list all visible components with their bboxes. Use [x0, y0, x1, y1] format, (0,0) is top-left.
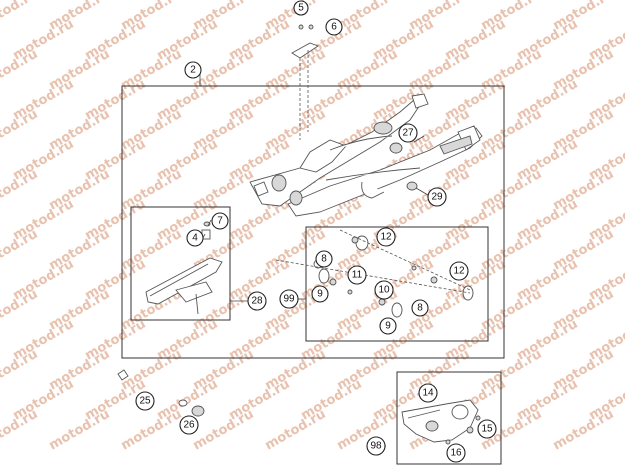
watermark-text: motod.ru [0, 107, 40, 154]
swingarm-group-frame [121, 85, 505, 359]
fastener-5-6-part [291, 24, 319, 140]
svg-text:5: 5 [298, 3, 304, 14]
svg-text:9: 9 [385, 321, 391, 332]
svg-text:14: 14 [422, 388, 434, 399]
svg-text:29: 29 [431, 192, 443, 203]
watermark-text: motod.ru [47, 407, 113, 454]
svg-text:7: 7 [217, 216, 223, 227]
callout-26[interactable]: 26 [179, 415, 199, 435]
callout-2[interactable]: 2 [184, 61, 202, 79]
watermark-text: motod.ru [0, 47, 40, 94]
svg-text:28: 28 [251, 296, 263, 307]
callout-4[interactable]: 4 [186, 229, 204, 247]
sliding-guard-part [401, 399, 481, 445]
svg-text:6: 6 [331, 22, 337, 33]
svg-text:2: 2 [190, 65, 196, 76]
svg-text:9: 9 [317, 289, 323, 300]
svg-text:10: 10 [378, 285, 390, 296]
bearing-kit-frame [305, 226, 489, 342]
watermark-text: motod.ru [551, 407, 617, 454]
callout-10[interactable]: 10 [374, 280, 394, 300]
chain-guide-frame [130, 206, 231, 321]
callout-8-left[interactable]: 8 [315, 250, 333, 268]
callout-8-right[interactable]: 8 [411, 299, 429, 317]
svg-text:11: 11 [352, 270, 363, 281]
callout-11[interactable]: 11 [347, 265, 367, 285]
svg-text:98: 98 [370, 441, 382, 452]
watermark-text: motod.ru [0, 0, 40, 33]
chain-guide-part [145, 221, 223, 315]
callout-12-right[interactable]: 12 [449, 261, 469, 281]
svg-text:16: 16 [450, 448, 462, 459]
svg-text:12: 12 [380, 232, 392, 243]
callout-29[interactable]: 29 [427, 187, 447, 207]
watermark-text: motod.ru [0, 347, 40, 394]
svg-text:27: 27 [402, 128, 414, 139]
svg-text:25: 25 [139, 396, 151, 407]
chain-sliding-guard-frame [396, 371, 502, 465]
callout-6[interactable]: 6 [325, 18, 343, 36]
callout-16[interactable]: 16 [446, 443, 466, 463]
svg-text:26: 26 [183, 420, 195, 431]
watermark-text: motod.ru [0, 287, 40, 334]
callout-28[interactable]: 28 [247, 291, 267, 311]
svg-text:8: 8 [417, 303, 423, 314]
callout-27[interactable]: 27 [398, 123, 418, 143]
callout-15[interactable]: 15 [477, 419, 497, 439]
svg-text:15: 15 [481, 424, 493, 435]
watermark-text: motod.ru [0, 167, 40, 214]
watermark-text: motod.ru [119, 407, 185, 454]
small-parts-25-26 [117, 369, 205, 417]
bearing-kit-parts [275, 229, 474, 318]
watermark-text: motod.ru [0, 227, 40, 274]
callout-9-bottom[interactable]: 9 [379, 317, 397, 335]
callout-14[interactable]: 14 [418, 383, 438, 403]
svg-text:99: 99 [283, 294, 295, 305]
watermark-text: motod.ru [0, 407, 40, 454]
callout-7[interactable]: 7 [211, 212, 229, 230]
callout-25[interactable]: 25 [135, 391, 155, 411]
callout-99[interactable]: 99 [279, 289, 299, 309]
watermark-text: motod.ru [263, 407, 329, 454]
callout-9-left[interactable]: 9 [311, 285, 329, 303]
swingarm-part [249, 93, 483, 217]
callout-5[interactable]: 5 [293, 0, 309, 16]
svg-text:4: 4 [192, 233, 198, 244]
svg-text:8: 8 [321, 254, 327, 265]
svg-text:12: 12 [453, 266, 465, 277]
callout-98[interactable]: 98 [366, 436, 386, 456]
callout-12-top[interactable]: 12 [376, 227, 396, 247]
